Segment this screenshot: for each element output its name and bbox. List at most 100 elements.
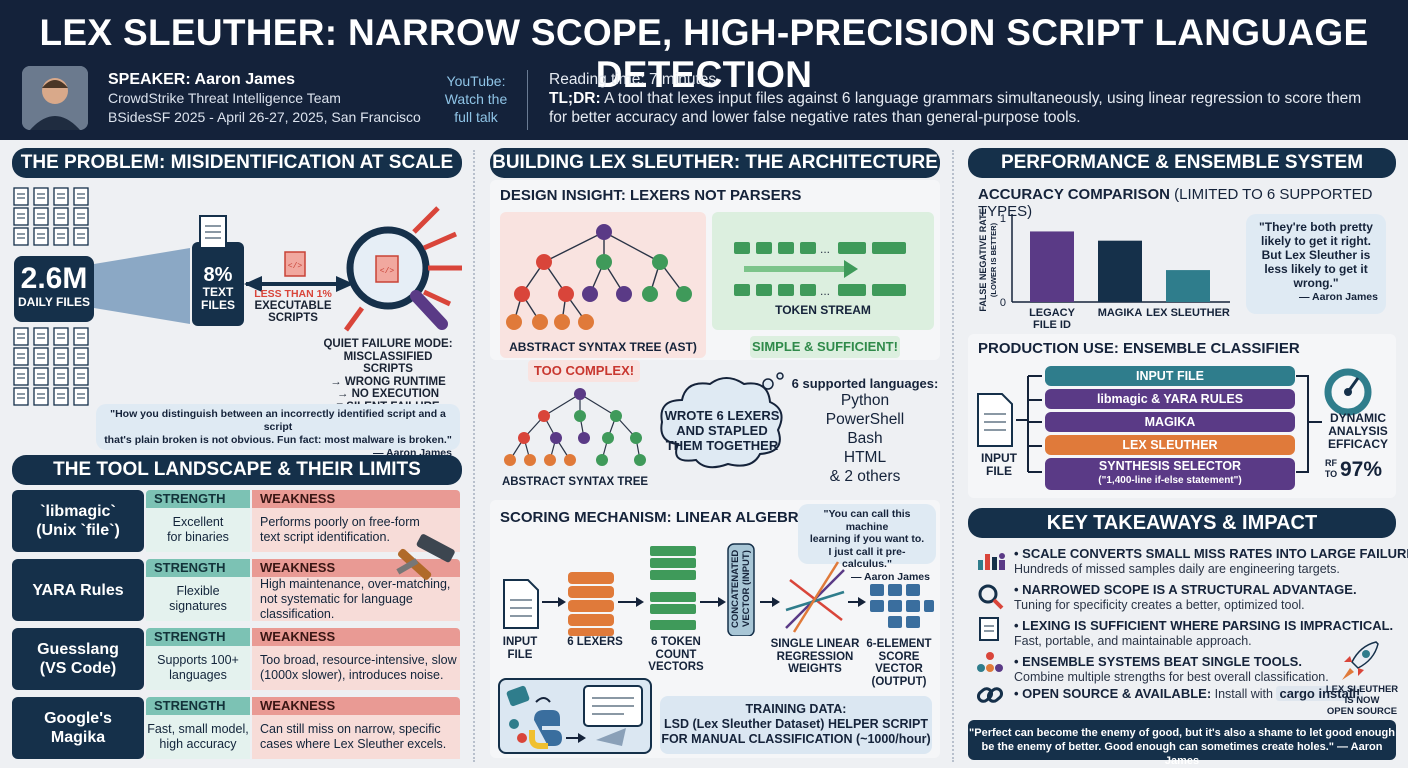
language-item: PowerShell xyxy=(825,411,905,428)
scoring-title: SCORING MECHANISM: LINEAR ALGEBRA xyxy=(500,509,810,526)
page-title: LEX SLEUTHER: NARROW SCOPE, HIGH-PRECISI… xyxy=(39,12,1369,95)
problem-quote: "How you distinguish between an incorrec… xyxy=(96,404,460,459)
scoring-quote-line1: "You can call this machine xyxy=(823,508,911,533)
header-divider xyxy=(527,70,528,130)
text-files-stat: 8% TEXT FILES xyxy=(192,264,244,312)
problem-quote-line1: "How you distinguish between an incorrec… xyxy=(110,408,446,433)
scoring-quote-author: — Aaron James xyxy=(851,570,930,583)
tool-name-2: Guesslang(VS Code) xyxy=(12,628,144,690)
weakness-line2: not systematic for language xyxy=(260,591,413,606)
magnifier-icon: </> xyxy=(346,226,448,330)
cloud-line2: AND STAPLED xyxy=(676,423,768,438)
takeaway-sub: Hundreds of missed samples daily are eng… xyxy=(1014,562,1340,576)
tok-line1: 6 TOKEN xyxy=(651,636,701,648)
cloud-line3: THEM TOGETHER xyxy=(665,438,779,453)
y-axis-label-sub: (LOWER IS BETTER) xyxy=(989,222,998,297)
text-files-label2: FILES xyxy=(200,298,235,312)
text-file-icon xyxy=(199,215,227,249)
training-data-box: TRAINING DATA: LSD (Lex Sleuther Dataset… xyxy=(660,696,932,754)
quiet-failure-mode: QUIET FAILURE MODE: MISCLASSIFIED SCRIPT… xyxy=(318,338,458,413)
perf-quote: "They're both pretty likely to get it ri… xyxy=(1246,214,1386,314)
y-tick-label: 0 xyxy=(1000,297,1006,309)
bar-0 xyxy=(1030,231,1074,302)
strength-line2: for binaries xyxy=(167,530,229,544)
daily-files-icons xyxy=(13,187,89,406)
exec-label1: LESS THAN 1% xyxy=(254,288,332,300)
daily-files-value: 2.6M xyxy=(20,262,88,295)
youtube-full: full talk xyxy=(454,109,498,125)
ensemble-layer-2: MAGIKA xyxy=(1045,412,1295,432)
daily-files-label: DAILY FILES xyxy=(17,295,91,309)
tool-name-text-1: YARA Rules xyxy=(32,581,123,600)
input-file-icon xyxy=(503,579,539,629)
speaker-info: SPEAKER: Aaron James CrowdStrike Threat … xyxy=(108,70,421,127)
fail-line3: → WRONG RUNTIME xyxy=(330,375,446,388)
tool-name-line1: Google's xyxy=(44,710,112,727)
tldr-label: TL;DR: xyxy=(549,90,601,107)
train-line1: TRAINING DATA: xyxy=(745,702,847,716)
weakness-line2: cases where Lex Sleuther excels. xyxy=(260,737,447,751)
reg-line2: REGRESSION xyxy=(776,650,854,663)
hierarchy-icon xyxy=(977,652,1003,672)
score-line3: (OUTPUT) xyxy=(871,675,927,688)
cloud-line1: WROTE 6 LEXERS xyxy=(664,408,780,423)
strength-line1: Supports 100+ xyxy=(157,653,239,667)
weakness-line1: High maintenance, over-matching, xyxy=(260,576,451,591)
weakness-header: WEAKNESS xyxy=(252,490,460,508)
train-line2: LSD (Lex Sleuther Dataset) HELPER SCRIPT xyxy=(664,717,928,731)
arch-title: BUILDING LEX SLEUTHER: THE ARCHITECTURE xyxy=(490,148,940,178)
tool-name-0: `libmagic`(Unix `file`) xyxy=(12,490,144,552)
x-tick-label: MAGIKA xyxy=(1098,307,1143,319)
rocket-line1: LEX SLEUTHER xyxy=(1325,684,1399,695)
dyn-pre2: TO xyxy=(1324,469,1338,479)
weakness-line1: Can still miss on narrow, specific xyxy=(260,722,441,736)
ensemble-layer-3: LEX SLEUTHER xyxy=(1045,435,1295,455)
strength-line1: Excellent xyxy=(172,515,224,529)
ens-input-line1: INPUT xyxy=(981,451,1017,465)
strength-cell: Supports 100+languages xyxy=(146,646,250,690)
cloud-icon xyxy=(660,372,784,469)
ensemble-diagram-icon xyxy=(977,368,1372,473)
ast-small-label: ABSTRACT SYNTAX TREE xyxy=(501,476,649,488)
ensemble-title: PRODUCTION USE: ENSEMBLE CLASSIFIER xyxy=(978,340,1300,357)
tool-name-line1: `libmagic` xyxy=(40,503,116,520)
chart-title-bold: ACCURACY COMPARISON xyxy=(978,186,1170,203)
text-files-value: 8% xyxy=(203,264,233,286)
language-item: Python xyxy=(840,392,890,409)
perf-title: PERFORMANCE & ENSEMBLE SYSTEM xyxy=(968,148,1396,178)
takeaway-head: • SCALE CONVERTS SMALL MISS RATES INTO L… xyxy=(1014,546,1408,561)
token-stream-label: TOKEN STREAM xyxy=(775,303,871,317)
weakness-text: Too broad, resource-intensive, slow(1000… xyxy=(260,653,457,683)
ast-tree-icon xyxy=(506,224,692,330)
takeaway-head: • NARROWED SCOPE IS A STRUCTURAL ADVANTA… xyxy=(1014,582,1357,597)
column-divider-2 xyxy=(952,150,954,762)
ast-small-icon xyxy=(504,388,646,466)
youtube-link[interactable]: YouTube: Watch the full talk xyxy=(440,72,512,126)
strength-text: Supports 100+languages xyxy=(157,653,239,683)
ensemble-layer-4: SYNTHESIS SELECTOR("1,400-line if-else s… xyxy=(1045,458,1295,490)
perf-quote-line3: But Lex Sleuther is xyxy=(1261,248,1371,262)
accuracy-chart: FALSE NEGATIVE RATE(LOWER IS BETTER)01LE… xyxy=(978,208,1230,330)
tool-name-text-0: `libmagic`(Unix `file`) xyxy=(36,502,120,540)
cargo-install-command[interactable]: cargo install! xyxy=(1276,686,1364,701)
dyn-line2: ANALYSIS xyxy=(1328,424,1388,438)
takeaway-item: • SCALE CONVERTS SMALL MISS RATES INTO L… xyxy=(1014,546,1408,577)
scoring-input-line1: INPUT xyxy=(502,636,538,648)
takeaway-item: • LEXING IS SUFFICIENT WHERE PARSING IS … xyxy=(1014,618,1393,649)
tool-name-1: YARA Rules xyxy=(12,559,144,621)
problem-quote-line2: that's plain broken is not obvious. Fun … xyxy=(104,434,452,446)
speaker-avatar xyxy=(22,66,88,130)
weakness-line2: (1000x slower), introduces noise. xyxy=(260,668,444,682)
problem-illustration: </> </> xyxy=(13,187,462,406)
tldr: Reading time: 7 minutes TL;DR: A tool th… xyxy=(549,70,1399,127)
ensemble-layer-sublabel: ("1,400-line if-else statement") xyxy=(1098,475,1242,486)
ensemble-layer-label: INPUT FILE xyxy=(1135,369,1205,383)
weakness-line1: Too broad, resource-intensive, slow xyxy=(260,653,457,667)
svg-text:...: ... xyxy=(820,284,830,298)
